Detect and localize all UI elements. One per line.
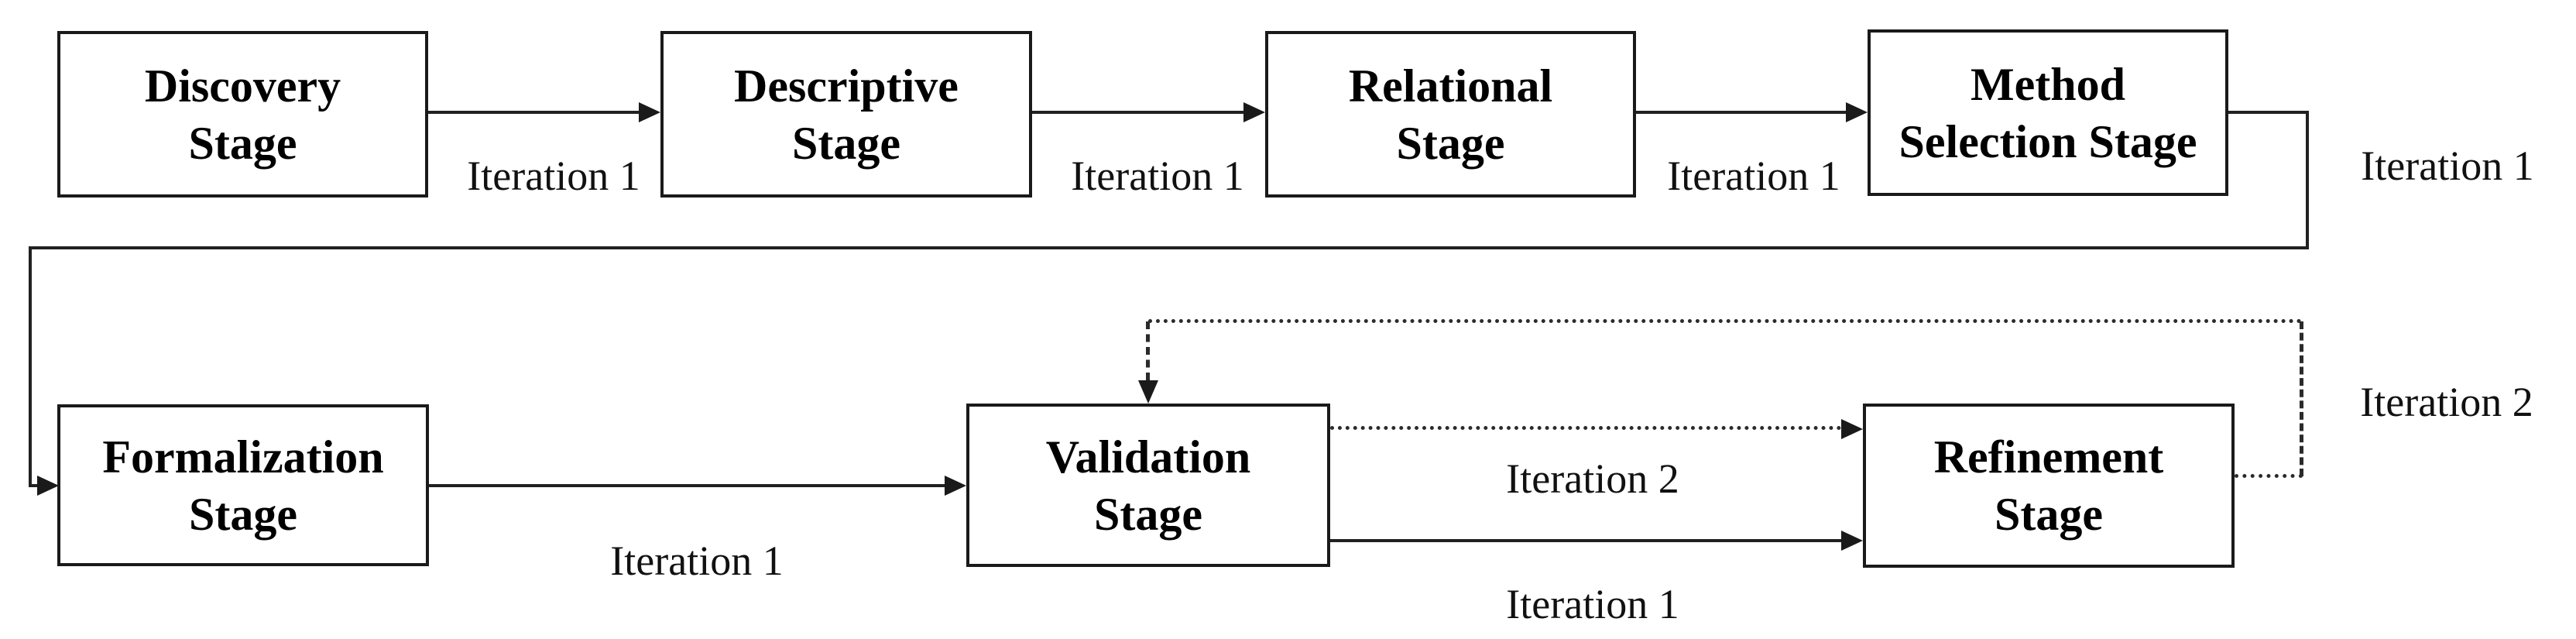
stage-refinement-line1: Refinement (1933, 431, 2164, 483)
connector-method-loop-long-horizontal (29, 246, 2309, 249)
stage-relational-line2: Stage (1396, 117, 1505, 169)
arrowhead-into-relational (1243, 102, 1265, 122)
connector-descriptive-relational (1032, 111, 1245, 114)
arrowhead-into-validation-top (1138, 380, 1158, 404)
stage-discovery: Discovery Stage (57, 31, 428, 198)
connector-formalization-validation (429, 484, 946, 487)
arrowhead-into-formalization (37, 476, 59, 496)
loop-top-horizontal (1148, 319, 2302, 323)
stage-formalization: Formalization Stage (57, 404, 429, 566)
stage-method-selection-line2: Selection Stage (1899, 115, 2197, 167)
stage-discovery-line2: Stage (188, 117, 297, 169)
arrowhead-into-validation-left (945, 476, 966, 496)
stage-formalization-line2: Stage (189, 488, 297, 540)
stage-descriptive-line1: Descriptive (734, 60, 959, 112)
stage-relational-line1: Relational (1348, 60, 1553, 112)
connector-relational-method (1636, 111, 1847, 114)
stage-refinement: Refinement Stage (1863, 404, 2235, 568)
stage-descriptive: Descriptive Stage (660, 31, 1032, 198)
stage-refinement-line2: Stage (1995, 489, 2103, 540)
stage-method-selection-line1: Method (1971, 58, 2125, 110)
stage-discovery-line1: Discovery (144, 60, 341, 112)
loop-right-vertical (2300, 321, 2303, 476)
edge-label-discovery-descriptive: Iteration 1 (467, 153, 640, 199)
edge-label-descriptive-relational: Iteration 1 (1071, 153, 1244, 199)
stage-descriptive-line2: Stage (792, 117, 900, 169)
edge-label-method-formalization: Iteration 1 (2361, 143, 2534, 189)
arrowhead-into-method-selection (1846, 102, 1868, 122)
edge-label-validation-refinement-dotted: Iteration 2 (1506, 455, 1679, 502)
connector-discovery-descriptive (428, 111, 640, 114)
loop-refinement-right-stub (2235, 474, 2303, 478)
stage-validation-line2: Stage (1094, 488, 1202, 540)
connector-method-loop-stub (29, 484, 43, 487)
arrowhead-into-descriptive (639, 102, 660, 122)
edge-label-refinement-validation-loop: Iteration 2 (2360, 379, 2533, 425)
loop-left-vertical (1146, 321, 1150, 380)
connector-validation-refinement-solid (1330, 539, 1843, 542)
edge-label-validation-refinement-solid: Iteration 1 (1506, 581, 1679, 627)
edge-label-formalization-validation: Iteration 1 (610, 538, 784, 584)
arrowhead-into-refinement-upper (1841, 419, 1863, 439)
connector-method-loop-right-vertical (2306, 111, 2309, 249)
arrowhead-into-refinement-lower (1841, 531, 1863, 551)
stage-validation-line1: Validation (1045, 431, 1251, 483)
stage-validation: Validation Stage (966, 404, 1330, 567)
stage-relational: Relational Stage (1265, 31, 1636, 198)
stage-method-selection: Method Selection Stage (1868, 29, 2228, 196)
connector-method-loop-top (2228, 111, 2309, 114)
edge-label-relational-method: Iteration 1 (1667, 153, 1840, 199)
stage-formalization-line1: Formalization (102, 431, 384, 483)
connector-validation-refinement-dotted (1330, 426, 1841, 430)
connector-method-loop-left-vertical (29, 246, 32, 487)
